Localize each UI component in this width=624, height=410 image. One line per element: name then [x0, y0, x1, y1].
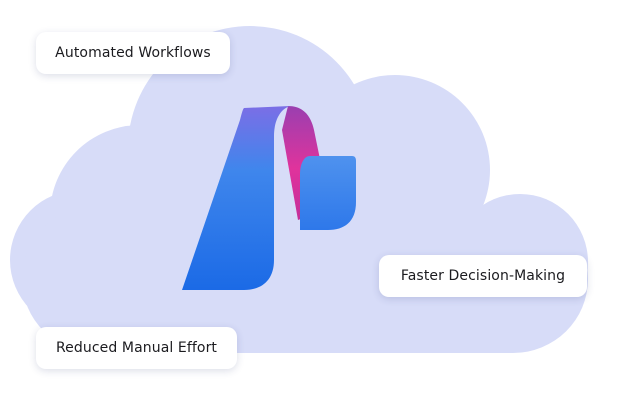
- automated-workflows-label: Automated Workflows: [36, 32, 230, 74]
- reduced-manual-effort-label: Reduced Manual Effort: [36, 327, 237, 369]
- faster-decision-making-label: Faster Decision-Making: [379, 255, 587, 297]
- power-automate-logo-icon: [182, 106, 356, 290]
